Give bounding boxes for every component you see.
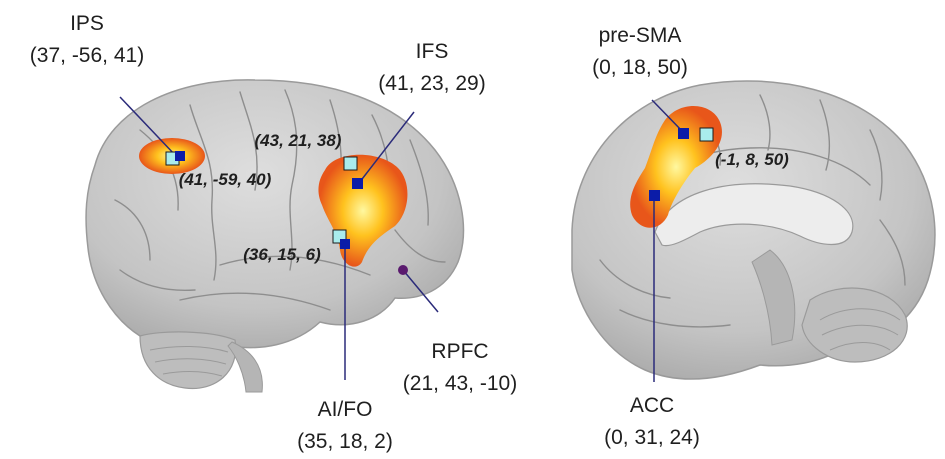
ifs-marker-dark [352,178,363,189]
rpfc-leader [402,269,439,313]
presma-coords: (0, 18, 50) [592,56,688,79]
presma-leader [651,99,685,134]
ifs-coords: (41, 23, 29) [378,72,485,95]
ips-leader [119,96,177,157]
presma-alt-coords: (-1, 8, 50) [715,150,789,169]
lateral-brain: IPS (37, -56, 41) IFS (41, 23, 29) (43, … [30,12,517,453]
ifs-marker-light [343,156,358,171]
ips-name: IPS [70,12,104,35]
ips-marker-dark [175,151,185,161]
ips-coords: (37, -56, 41) [30,44,144,67]
rpfc-name: RPFC [431,340,488,363]
rpfc-dot [398,265,408,275]
presma-marker-light [699,127,714,142]
aifo-coords: (35, 18, 2) [297,430,393,453]
brainstem [227,341,263,393]
acc-coords: (0, 31, 24) [604,426,700,449]
acc-marker-dark [649,190,660,201]
cerebellum-folia [149,345,229,377]
ips-alt-coords: (41, -59, 40) [179,170,272,189]
presma-marker-dark [678,128,689,139]
ifs-leader [358,111,415,184]
medial-cerebellum-folia [819,308,901,351]
ifs-name: IFS [416,40,449,63]
ifs-alt-coords: (43, 21, 38) [255,131,342,150]
medial-brain: pre-SMA (0, 18, 50) (-1, 8, 50) ACC (0, … [571,24,936,449]
aifo-marker-dark [340,239,350,249]
rpfc-coords: (21, 43, -10) [403,372,517,395]
medial-brainstem [751,249,796,346]
presma-name: pre-SMA [599,24,682,47]
aifo-name: AI/FO [318,398,373,421]
lateral-sulci [114,89,446,311]
acc-name: ACC [630,394,674,417]
medial-cerebellum [801,287,908,363]
aifo-alt-coords: (36, 15, 6) [243,245,321,264]
corpus-callosum [654,183,854,247]
cerebellum [139,331,237,390]
